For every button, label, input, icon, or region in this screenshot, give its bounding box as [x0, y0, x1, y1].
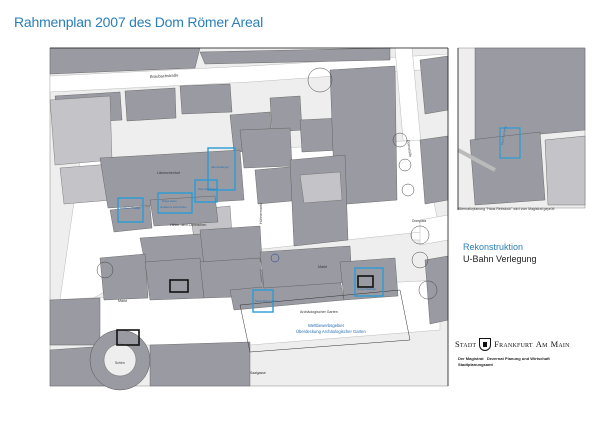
- dept-magistrat: Der Magistrat: [458, 356, 484, 361]
- label-wettbewerb: Wettbewerbsgebiet: [308, 323, 345, 328]
- label-huehnermarkt: Hühnermarkt: [259, 203, 263, 224]
- inset-map: [457, 47, 586, 206]
- inset-caption: Alternativplanung "Haus Rebstock" wird v…: [458, 207, 555, 211]
- label-junger-esslinger: Junger Esslinger: [357, 287, 376, 291]
- reconstruction-outlines: [117, 147, 384, 313]
- schirn-rotunda: [89, 329, 151, 391]
- label-alter-esslinger: Alter Esslinger: [211, 165, 229, 169]
- frankfurt-eagle-seal-icon: [479, 337, 492, 351]
- label-schirn: Schirn: [115, 361, 125, 365]
- label-hinter-dem-laemmchen: Hinter dem Lämmchen: [170, 223, 206, 227]
- label-rotes-haus: Rotes Haus: [162, 199, 177, 203]
- label-domplatz: Domplatz: [412, 219, 427, 223]
- logo-am: Am: [535, 339, 548, 349]
- map-title: Rahmenplan 2007 des Dom Römer Areal: [14, 14, 264, 30]
- label-markt-2: Markt: [118, 299, 127, 303]
- frankfurt-logo: Stadt Frankfurt Am Main: [455, 333, 575, 355]
- legend-reconstruction: Rekonstruktion: [463, 242, 524, 252]
- frame: [50, 47, 459, 386]
- archaeological-garden: [239, 289, 411, 353]
- label-neues-rotes-haus: Neues Rotes Haus: [255, 299, 277, 303]
- label-braubachstrasse: Braubachstraße: [150, 72, 179, 79]
- legend-subway: U-Bahn Verlegung: [463, 254, 537, 264]
- dept-dezernat: Dezernat Planung und Wirtschaft: [486, 356, 550, 361]
- label-laemmchenhof: Lämmchenhof: [157, 171, 180, 175]
- label-wettbewerb-2: Überdeckung Archäologischer Garten: [296, 329, 367, 334]
- label-klein-nuernberg: Klein Nürnberg: [500, 126, 507, 146]
- label-goldene-waage: Goldene Waage: [120, 206, 141, 210]
- subway-outlines: [116, 275, 374, 346]
- label-saalgasse: Saalgasse: [250, 371, 266, 375]
- logo-main: Main: [550, 339, 570, 349]
- department-info: Der Magistrat Dezernat Planung und Wirts…: [458, 356, 550, 368]
- dept-line-1: Der Magistrat Dezernat Planung und Wirts…: [458, 356, 550, 362]
- logo-stadt: Stadt: [455, 339, 477, 349]
- label-markt: Markt: [318, 265, 327, 269]
- dept-line-2: Stadtplanungsamt: [458, 362, 550, 368]
- logo-frankfurt: Frankfurt: [494, 339, 533, 349]
- label-archaeologischer-garten: Archäologischer Garten: [300, 310, 338, 314]
- label-haus-esslinger: Haus Esslinger: [198, 187, 217, 191]
- label-goldenes-laemmchen: Goldenes Lämmchen: [160, 205, 187, 209]
- label-domstrasse: Domstraße: [406, 140, 412, 158]
- dept-stadtplanungsamt: Stadtplanungsamt: [458, 362, 493, 367]
